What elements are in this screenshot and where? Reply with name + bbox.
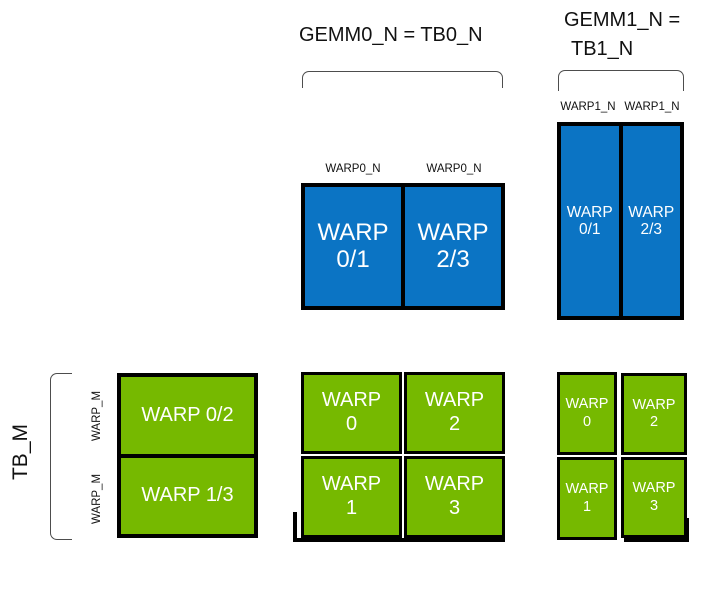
tb-m-label: TB_M: [9, 424, 32, 481]
tb-warp13-block: WARP 1/3: [121, 453, 254, 534]
gemm0-warp2-cell: WARP 2: [404, 372, 505, 454]
gemm0-accumulator-tile: WARP 0/1 WARP 2/3: [301, 183, 505, 310]
gemm0-warp1-cell: WARP 1: [301, 456, 402, 538]
gemm1-warp1-line2: 1: [582, 498, 592, 515]
warp1-n-label-right: WARP1_N: [624, 101, 680, 113]
gemm1-warp0-line2: 0: [582, 413, 592, 430]
gemm1-warp01-line1: WARP: [566, 203, 613, 221]
gemm1-warp01-block: WARP 0/1: [561, 126, 619, 316]
gemm1-warp3-line2: 3: [649, 497, 659, 514]
gemm0-heading: GEMM0_N = TB0_N: [299, 24, 483, 46]
warp0-n-label-left: WARP0_N: [325, 163, 381, 175]
gemm0-warp23-line1: WARP: [417, 218, 489, 246]
gemm1-warp2-line2: 2: [649, 414, 659, 430]
gemm1-warp1-cell: WARP 1: [557, 457, 617, 540]
gemm0-tb-outline-peek: [293, 512, 505, 542]
gemm1-warp3-cell: WARP 3: [621, 457, 687, 538]
gemm0-warp3-line1: WARP: [424, 473, 485, 496]
gemm1-warp1-line1: WARP: [565, 481, 609, 498]
gemm0-warp01-line2: 0/1: [336, 245, 370, 273]
warp0-n-label-right: WARP0_N: [426, 163, 482, 175]
gemm1-warp23-line2: 2/3: [640, 221, 663, 238]
gemm0-warp01-block: WARP 0/1: [305, 187, 401, 306]
gemm1-n-bracket: [558, 70, 684, 91]
gemm0-warp2-line2: 2: [448, 413, 461, 435]
gemm1-heading-line1: GEMM1_N =: [564, 9, 681, 31]
gemm0-warp0-cell: WARP 0: [301, 372, 402, 454]
gemm1-heading-line2: TB1_N: [571, 38, 634, 60]
gemm1-accumulator-tile: WARP 0/1 WARP 2/3: [557, 122, 684, 320]
warp1-n-label-left: WARP1_N: [560, 101, 616, 113]
gemm1-heading: GEMM1_N = TB1_N: [564, 6, 680, 64]
gemm1-warp0-line1: WARP: [565, 396, 609, 413]
gemm1-warp3-line1: WARP: [632, 480, 676, 497]
gemm1-warp23-line1: WARP: [628, 203, 675, 221]
gemm1-warp2-line1: WARP: [632, 396, 676, 413]
gemm1-tb-outline-peek: [624, 518, 689, 542]
warp-m-label-bottom: WARP_M: [91, 473, 103, 525]
gemm0-warp23-line2: 2/3: [436, 245, 470, 273]
gemm0-warp2-line1: WARP: [424, 389, 485, 412]
gemm0-warp0-line1: WARP: [321, 389, 382, 412]
warp-m-label-top: WARP_M: [91, 390, 103, 442]
gemm0-warp01-line1: WARP: [317, 218, 389, 246]
gemm1-warp0-cell: WARP 0: [557, 372, 617, 455]
gemm0-warp0-line2: 0: [345, 413, 358, 435]
gemm0-warp3-cell: WARP 3: [404, 456, 505, 538]
gemm0-warp23-block: WARP 2/3: [401, 187, 501, 306]
gemm0-warp1-line2: 1: [345, 497, 358, 519]
tb-warp02-block: WARP 0/2: [121, 377, 254, 454]
tb-m-bracket: [50, 373, 72, 540]
gemm1-warp01-line2: 0/1: [578, 221, 601, 238]
gemm1-warp2-cell: WARP 2: [621, 373, 687, 455]
gemm0-warp3-line2: 3: [448, 497, 461, 519]
gemm0-warp1-line1: WARP: [321, 473, 382, 496]
tb-m-tile: WARP 0/2 WARP 1/3: [117, 373, 258, 538]
gemm1-warp23-block: WARP 2/3: [618, 126, 680, 316]
gemm0-n-bracket: [302, 71, 503, 88]
